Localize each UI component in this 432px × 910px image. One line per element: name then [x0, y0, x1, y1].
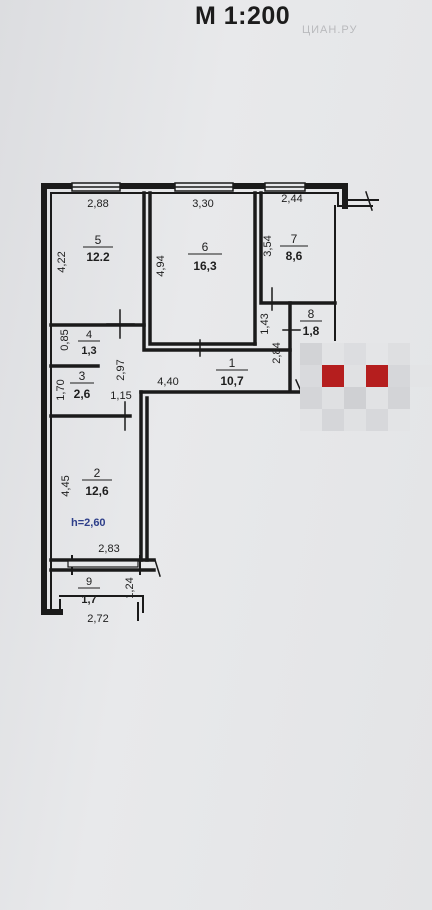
window-top-r6 — [174, 182, 234, 192]
dim-r2-width: 2,83 — [98, 543, 119, 555]
room-6-area: 16,3 — [193, 259, 217, 273]
outer-walls-thin — [50, 191, 379, 613]
room-7-number: 7 — [291, 232, 298, 246]
dim-r34-side: 2,97 — [115, 359, 127, 380]
room-5-number: 5 — [95, 233, 102, 247]
dim-r3-height: 1,70 — [55, 379, 67, 400]
door-marks — [106, 287, 305, 577]
room-4-number: 4 — [86, 329, 92, 341]
room-3-area: 2,6 — [74, 387, 91, 401]
balcony-window — [67, 560, 139, 568]
room-4-area: 1,3 — [81, 345, 96, 357]
balcony-outline — [59, 555, 144, 621]
room-6-number: 6 — [202, 240, 209, 254]
dim-r6-width: 3,30 — [192, 198, 213, 210]
room-5-area: 12.2 — [86, 250, 110, 264]
dim-r2-height: 4,45 — [60, 475, 72, 496]
room-1-number: 1 — [229, 356, 236, 370]
ceiling-height-label: h=2,60 — [71, 517, 106, 529]
dim-r7-height: 3,54 — [262, 235, 274, 256]
scale-label: М 1:200 — [195, 2, 291, 30]
dim-r8-side: 2,84 — [271, 342, 283, 363]
room-9-number: 9 — [86, 576, 92, 588]
room-2-number: 2 — [94, 466, 101, 480]
dim-r8-height: 1,43 — [259, 313, 271, 334]
dim-r7-width: 2,44 — [281, 193, 302, 205]
window-top-r5 — [71, 182, 121, 192]
room-2-area: 12,6 — [85, 484, 109, 498]
room-1-area: 10,7 — [220, 374, 244, 388]
dim-corridor-length: 4,40 — [157, 376, 178, 388]
watermark: ЦИАН.РУ — [302, 24, 358, 36]
room-3-number: 3 — [79, 369, 86, 383]
dim-r9-width: 2,72 — [87, 613, 108, 625]
dim-r9-height: 1,24 — [124, 577, 136, 598]
dim-r4-height: 0,85 — [59, 329, 71, 350]
outer-walls — [41, 183, 348, 615]
dim-r3-width: 1,15 — [110, 390, 131, 402]
window-top-r7 — [264, 182, 306, 192]
room-9-area: 1,7 — [81, 594, 96, 606]
pixelated-redaction — [300, 343, 432, 431]
dim-r5-height: 4,22 — [56, 251, 68, 272]
room-7-area: 8,6 — [286, 249, 303, 263]
room-8-area: 1,8 — [303, 324, 320, 338]
dim-r5-width: 2,88 — [87, 198, 108, 210]
interior-walls — [49, 191, 337, 572]
room-8-number: 8 — [308, 307, 315, 321]
dim-r6-height: 4,94 — [155, 255, 167, 276]
